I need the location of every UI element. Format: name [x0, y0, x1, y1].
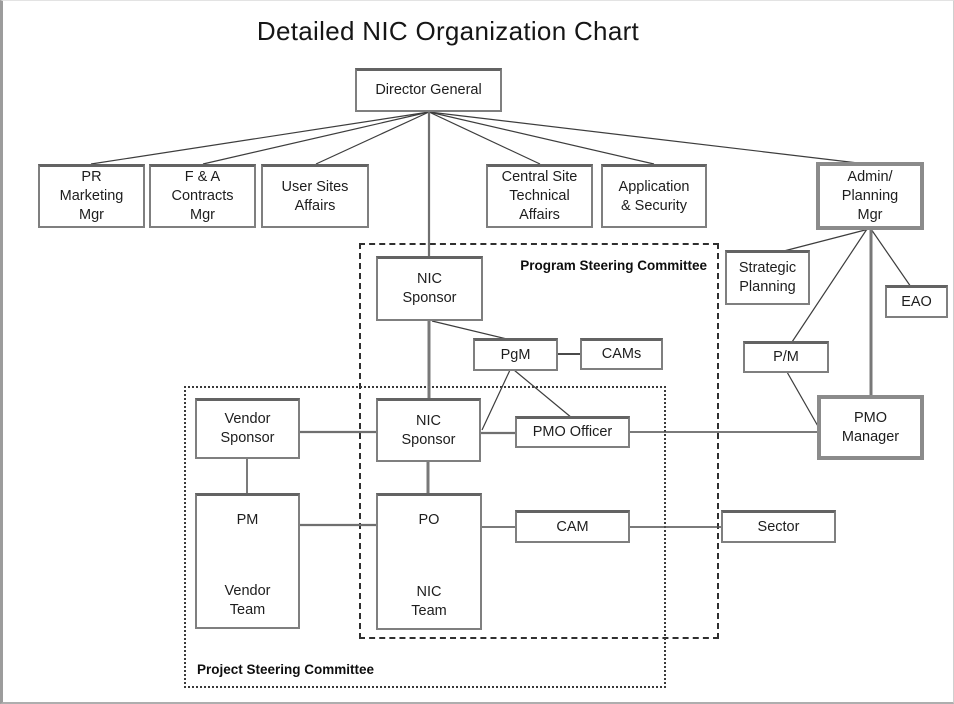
node-cams: CAMs [580, 338, 663, 370]
page-title: Detailed NIC Organization Chart [256, 16, 640, 46]
node-admin-planning-mgr: Admin/ Planning Mgr [816, 162, 924, 230]
node-application-security: Application & Security [601, 164, 707, 228]
node-label: F & A Contracts Mgr [171, 169, 234, 223]
node-label: NIC Sponsor [401, 412, 456, 448]
node-label: CAM [556, 518, 589, 535]
node-po-nic-team: PO NIC Team [376, 493, 482, 630]
node-label: Sector [757, 518, 800, 535]
node-central-site-technical-affairs: Central Site Technical Affairs [486, 164, 593, 228]
node-label: Strategic Planning [738, 260, 797, 295]
node-label-bottom: NIC Team [411, 584, 447, 619]
node-label: Central Site Technical Affairs [501, 169, 578, 223]
node-label-top: PO [418, 512, 440, 528]
node-pm-vendor-team: PM Vendor Team [195, 493, 300, 629]
node-nic-sponsor-program: NIC Sponsor [376, 256, 483, 321]
node-label-top: PM [236, 512, 259, 528]
node-eao: EAO [885, 285, 948, 318]
node-pgm: PgM [473, 338, 558, 371]
node-director-general: Director General [355, 68, 502, 112]
node-label: User Sites Affairs [281, 178, 349, 214]
node-nic-sponsor-project: NIC Sponsor [376, 398, 481, 462]
node-pmo-manager: PMO Manager [817, 395, 924, 460]
node-label: P/M [773, 349, 799, 365]
node-label: Vendor Sponsor [220, 411, 275, 446]
node-label: PMO Officer [532, 424, 613, 440]
program-steering-committee-boundary: Program Steering Committee [359, 243, 719, 639]
node-label: EAO [901, 293, 932, 310]
node-label: CAMs [601, 346, 642, 362]
node-cam: CAM [515, 510, 630, 543]
project-steering-committee-label: Project Steering Committee [197, 662, 375, 677]
node-strategic-planning: Strategic Planning [725, 250, 810, 305]
node-vendor-sponsor: Vendor Sponsor [195, 398, 300, 459]
node-label: Director General [375, 82, 482, 98]
node-label-bottom: Vendor Team [224, 583, 271, 618]
node-label: NIC Sponsor [402, 271, 457, 306]
node-label: PR Marketing Mgr [59, 169, 124, 223]
project-steering-committee-boundary: Project Steering Committee [184, 386, 666, 688]
program-steering-committee-label: Program Steering Committee [520, 258, 707, 273]
node-sector: Sector [721, 510, 836, 543]
node-pmo-officer: PMO Officer [515, 416, 630, 448]
node-label: PMO Manager [841, 409, 900, 445]
node-user-sites-affairs: User Sites Affairs [261, 164, 369, 228]
node-pr-marketing-mgr: PR Marketing Mgr [38, 164, 145, 228]
node-label: Application & Security [618, 178, 690, 214]
node-label: PgM [500, 346, 531, 363]
node-p-m: P/M [743, 341, 829, 373]
node-fa-contracts-mgr: F & A Contracts Mgr [149, 164, 256, 228]
node-label: Admin/ Planning Mgr [841, 168, 899, 223]
